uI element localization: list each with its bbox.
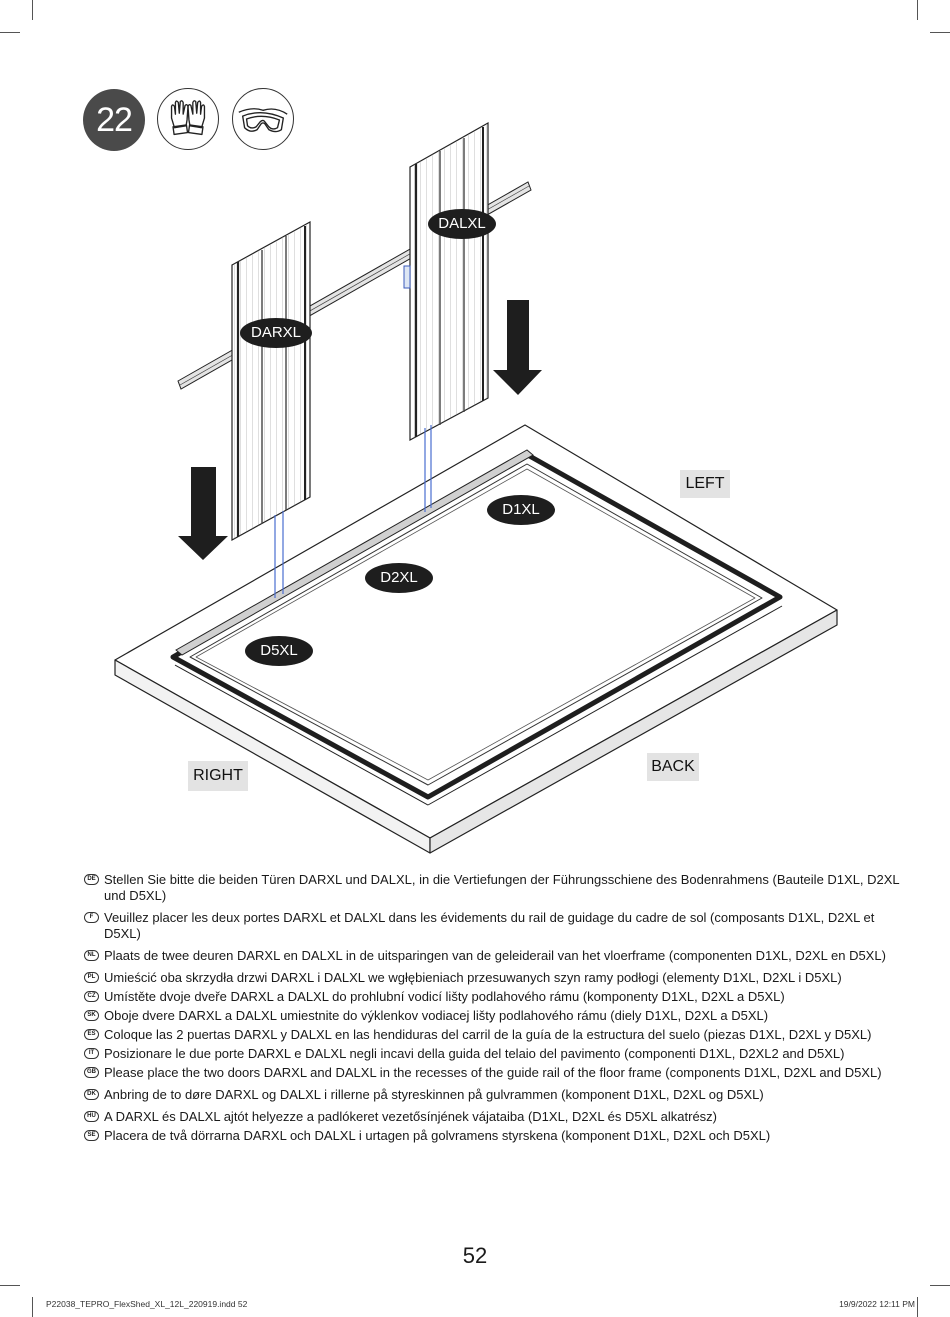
crop-mark — [930, 32, 950, 33]
gloves-icon — [157, 88, 219, 150]
down-arrow-icon — [178, 300, 542, 560]
door-dalxl — [403, 121, 489, 442]
door-darxl — [231, 220, 311, 542]
crop-mark — [0, 32, 20, 33]
label-darxl: DARXL — [240, 318, 312, 348]
safety-goggles-icon — [232, 88, 294, 150]
crop-mark — [0, 1285, 20, 1286]
assembly-illustration — [114, 121, 838, 854]
guide-rail — [175, 449, 534, 656]
step-number-badge: 22 — [83, 89, 145, 151]
crop-mark — [32, 1297, 33, 1317]
footer-filename: P22038_TEPRO_FlexShed_XL_12L_220919.indd… — [46, 1299, 248, 1309]
crop-mark — [32, 0, 33, 20]
crop-mark — [930, 1285, 950, 1286]
label-d2xl: D2XL — [365, 563, 433, 593]
label-dalxl: DALXL — [428, 209, 496, 239]
label-d1xl: D1XL — [487, 495, 555, 525]
direction-back: BACK — [647, 753, 699, 781]
placement-guide-lines — [274, 425, 432, 598]
footer-timestamp: 19/9/2022 12:11 PM — [839, 1299, 915, 1309]
label-d5xl: D5XL — [245, 636, 313, 666]
crop-mark — [917, 1297, 918, 1317]
direction-right: RIGHT — [188, 761, 248, 791]
direction-left: LEFT — [680, 470, 730, 498]
page-number: 52 — [462, 1243, 488, 1268]
crop-mark — [917, 0, 918, 20]
